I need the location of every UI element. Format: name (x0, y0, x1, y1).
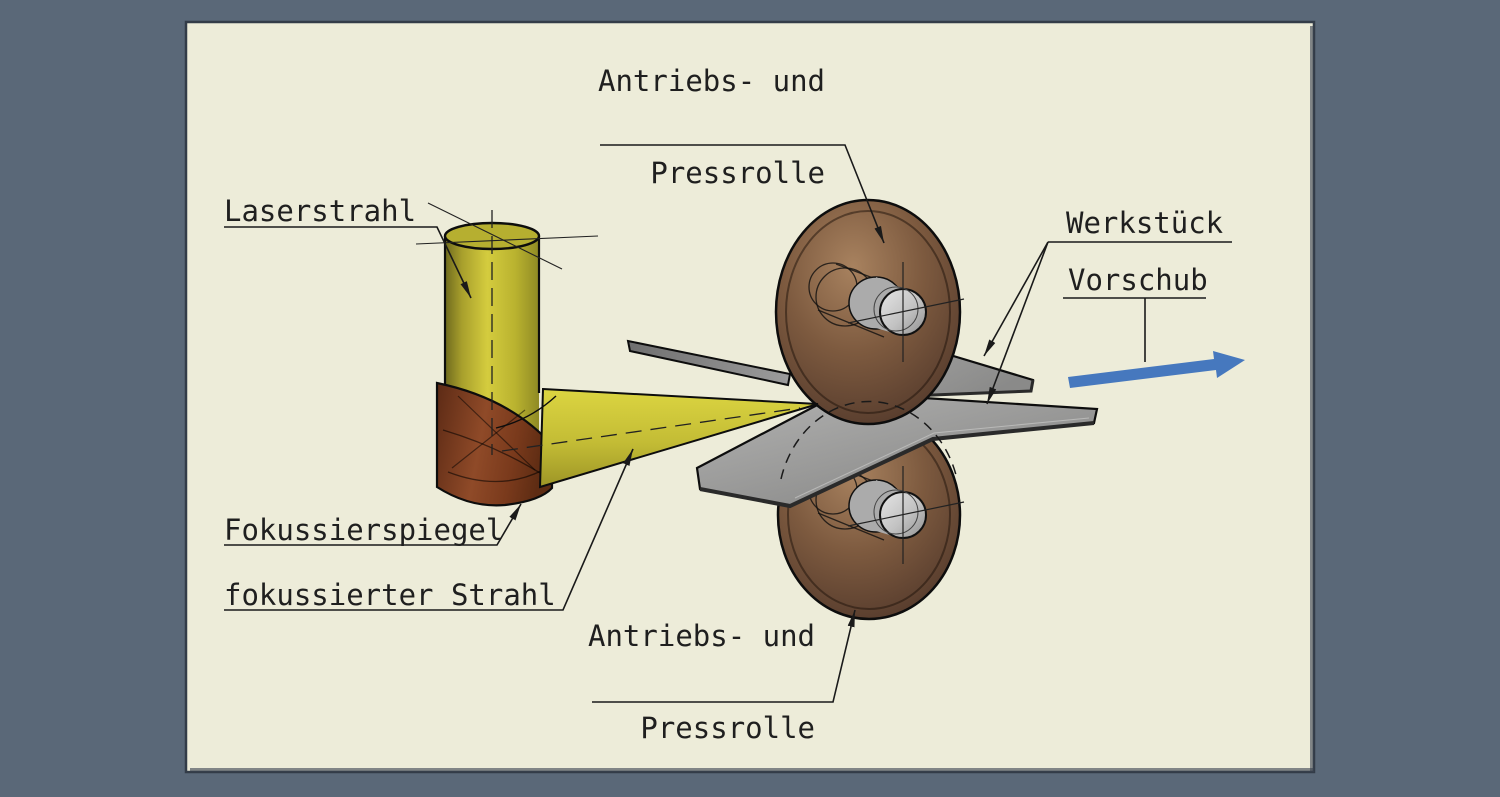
label-focused-beam: fokussierter Strahl (224, 578, 556, 612)
label-top-roller: Antriebs- und Pressrolle (545, 58, 825, 196)
label-bottom-roller-line2: Pressrolle (640, 711, 815, 745)
label-workpiece: Werkstück (1066, 206, 1224, 240)
label-bottom-roller-line1: Antriebs- und (588, 619, 815, 653)
leader-lines (224, 144, 1232, 703)
label-focusing-mirror: Fokussierspiegel (224, 513, 504, 547)
label-feed: Vorschub (1068, 263, 1208, 297)
centerlines (415, 202, 801, 455)
drawing-canvas (184, 20, 1316, 774)
label-bottom-roller: Antriebs- und Pressrolle (535, 613, 815, 751)
label-top-roller-line1: Antriebs- und (598, 64, 825, 98)
focused-beam-cone (495, 387, 819, 489)
focusing-mirror (435, 381, 554, 507)
hidden-edge-dashed-arc (780, 400, 958, 480)
top-roller (774, 198, 965, 426)
label-laser-beam: Laserstrahl (224, 194, 417, 228)
upper-sheet-strip (626, 339, 792, 387)
label-top-roller-line2: Pressrolle (650, 156, 825, 190)
feed-direction-arrow (1068, 351, 1245, 388)
